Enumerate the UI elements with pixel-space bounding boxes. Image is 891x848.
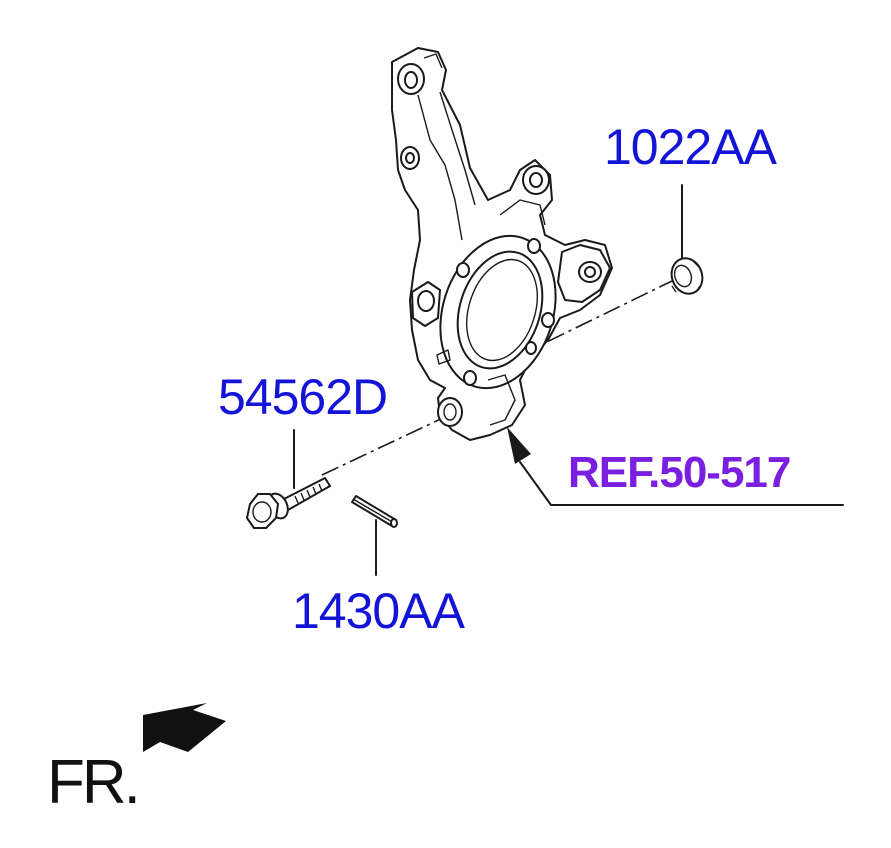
nut-1022aa	[670, 257, 704, 295]
ref-label[interactable]: REF.50-517	[568, 448, 791, 497]
arrow-front-left-icon	[143, 703, 226, 752]
bolt-54562d	[246, 477, 331, 529]
cotter-pin-1430aa	[351, 495, 398, 528]
ref-arrowhead	[507, 427, 531, 464]
part-label-1430aa[interactable]: 1430AA	[292, 583, 465, 639]
leader-ref	[519, 461, 844, 506]
assembly-axis-line	[321, 415, 448, 476]
front-direction-label: FR.	[47, 748, 141, 817]
steering-knuckle	[391, 47, 613, 441]
part-label-54562d[interactable]: 54562D	[218, 369, 388, 425]
assembly-axis-line-upper	[519, 280, 673, 356]
part-label-1022aa[interactable]: 1022AA	[604, 119, 777, 175]
